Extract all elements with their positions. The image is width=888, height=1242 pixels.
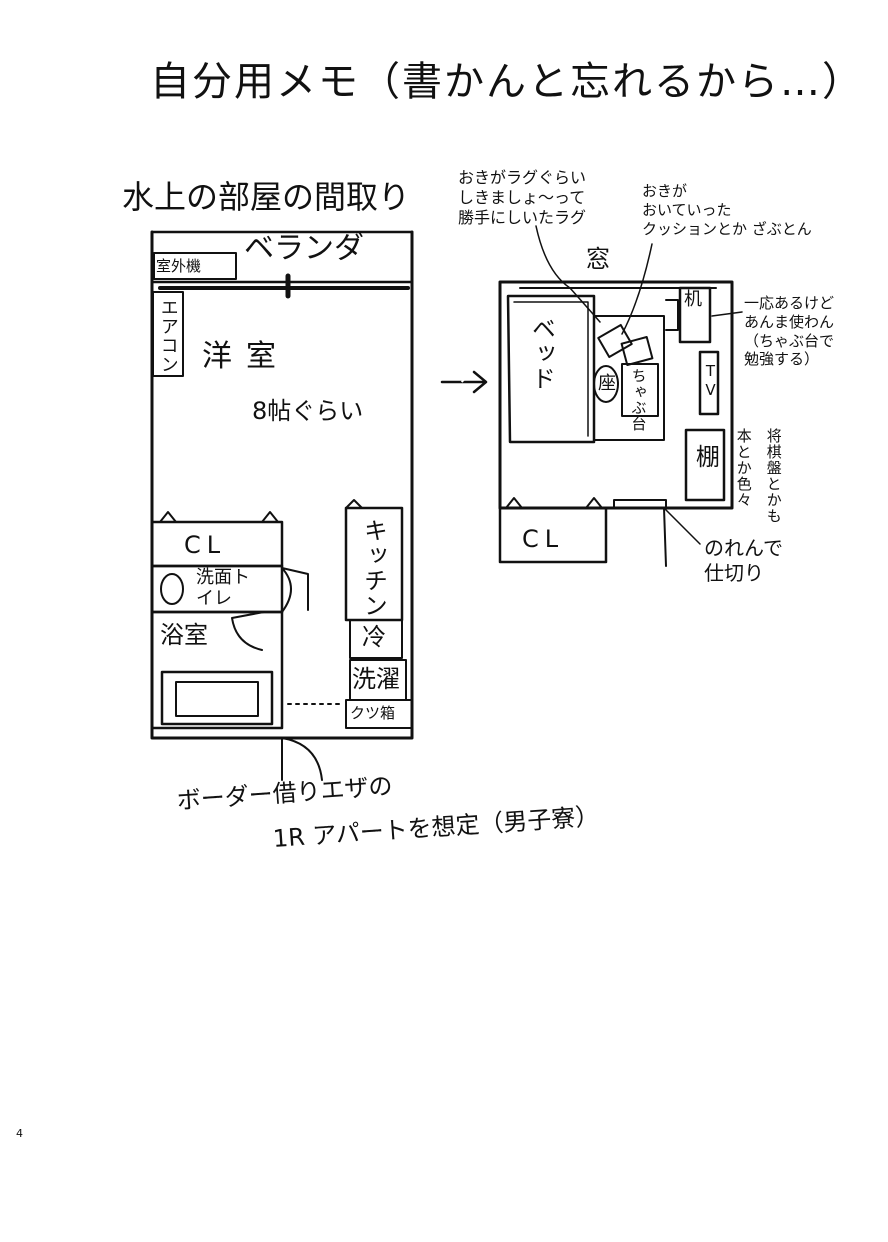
- kitchen-label: キッチン: [359, 518, 388, 618]
- arrow-label: →: [448, 363, 469, 391]
- room-label: 洋室: [202, 339, 290, 374]
- balcony-outline: [152, 232, 412, 282]
- desk-chair: [666, 300, 678, 330]
- page-title: 自分用メモ（書かんと忘れるから…）: [150, 59, 864, 105]
- balcony-label: ベランダ: [244, 231, 364, 266]
- bath-door: [232, 612, 264, 650]
- rug-outline: [594, 316, 664, 440]
- arrow-shape: [442, 372, 486, 392]
- shelf-box: [686, 430, 724, 500]
- cushion-2: [622, 337, 653, 365]
- bed-label: ベッド: [527, 316, 556, 391]
- bath-label: 浴室: [160, 621, 208, 649]
- right-outer-wall: [500, 282, 732, 508]
- leader-rug: [536, 226, 600, 322]
- closet-door-marks: [160, 512, 278, 522]
- shogi-note: 将棋盤とかも: [764, 428, 783, 524]
- low-table-label: ちゃぶ台: [629, 368, 648, 432]
- bed-inner: [514, 302, 588, 436]
- desk-note: 一応あるけど あんま使わん （ちゃぶ台で 勉強する）: [744, 294, 835, 369]
- page-number: 4: [16, 1127, 23, 1140]
- leader-noren: [664, 508, 700, 544]
- noren-curtain: [614, 500, 666, 508]
- washer-label: 洗濯: [352, 665, 400, 693]
- bathtub-inner: [176, 682, 258, 716]
- closet-door-marks-right: [506, 498, 602, 508]
- noren-line: [664, 508, 666, 566]
- room-size-label: 8帖ぐらい: [252, 397, 364, 425]
- bathtub: [162, 672, 272, 724]
- desk-label: 机: [684, 289, 702, 310]
- right-closet-outline: [500, 508, 606, 562]
- desk-box: [680, 288, 710, 342]
- aircon-box: [153, 292, 183, 376]
- kitchen-door-mark: [346, 500, 362, 508]
- rug-note: おきがラグぐらい しきましょ〜って 勝手にしいたラグ: [458, 168, 587, 227]
- right-floor-plan: [500, 282, 732, 566]
- shoe-box-label: クツ箱: [350, 704, 396, 722]
- right-closet-label: CL: [522, 525, 565, 553]
- toilet-bowl: [161, 574, 183, 604]
- page-subtitle: 水上の部屋の間取り: [122, 178, 411, 216]
- noren-note: のれんで 仕切り: [704, 536, 783, 585]
- closet-label: CL: [184, 531, 227, 559]
- leader-cushion: [622, 244, 652, 334]
- left-floor-plan: [152, 232, 412, 780]
- zaisu-circle: [594, 366, 618, 402]
- window-label: 窓: [586, 245, 610, 273]
- low-table-box: [622, 364, 658, 416]
- washroom-label: 洗面トイレ: [196, 567, 250, 609]
- aircon-label: エアコン: [157, 298, 179, 374]
- outdoor-unit-label: 室外機: [156, 257, 202, 275]
- fridge-box: [350, 620, 402, 658]
- shelf-label: 棚: [691, 444, 720, 469]
- washroom-door: [282, 568, 308, 612]
- fridge-label: 冷: [362, 623, 386, 651]
- entrance-door: [282, 738, 322, 780]
- zaisu-label: 座: [598, 373, 616, 394]
- cushion-note: おきが おいていった クッションとか ざぶとん: [642, 182, 812, 238]
- tv-label: TV: [701, 362, 720, 400]
- bed-outline: [508, 296, 594, 442]
- bath-outline: [152, 612, 282, 728]
- shoe-box-box: [346, 700, 412, 728]
- books-note: 本とか色々: [734, 428, 753, 508]
- cushion-1: [598, 325, 632, 357]
- outdoor-unit-box: [154, 253, 236, 279]
- leader-desk: [712, 312, 742, 316]
- tv-stand: [700, 352, 718, 414]
